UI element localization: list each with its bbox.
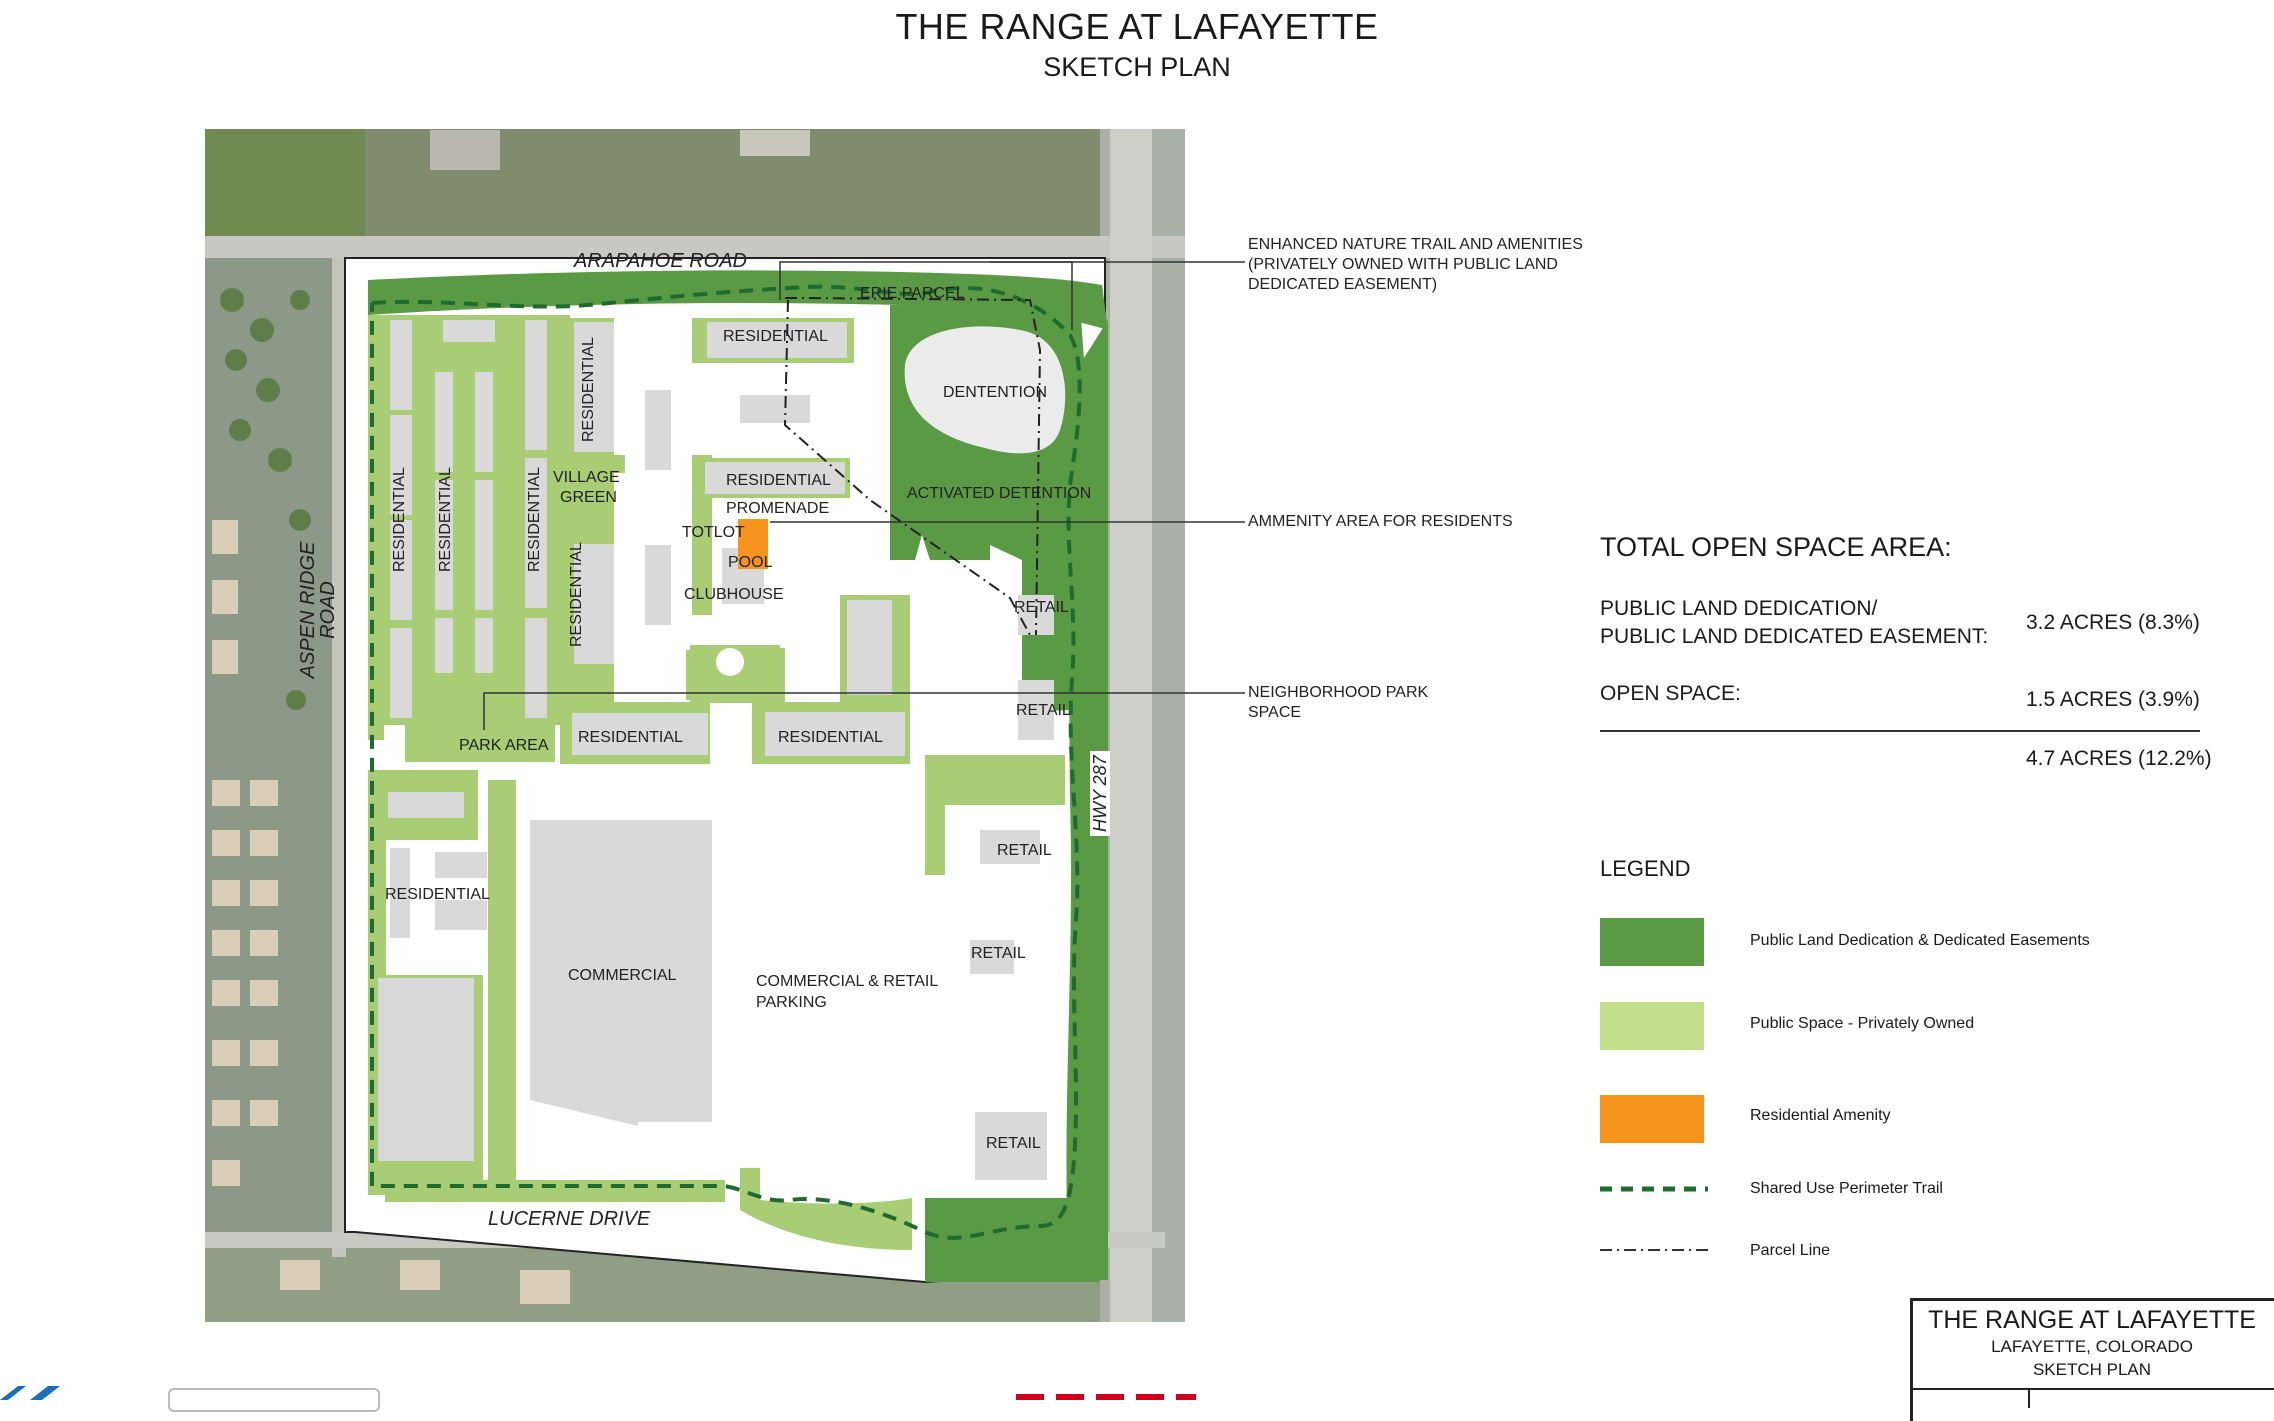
label-residential-vertical-3: RESIDENTIAL — [526, 467, 543, 572]
erie-parcel-line — [783, 297, 1042, 636]
legend-label-trail: Shared Use Perimeter Trail — [1750, 1180, 1943, 1197]
legend-swatch-public-space — [1600, 1002, 1704, 1050]
label-residential-vertical-1: RESIDENTIAL — [391, 467, 408, 572]
callout-amenity-area: AMMENITY AREA FOR RESIDENTS — [1248, 513, 1513, 530]
label-promenade: PROMENADE — [726, 500, 830, 517]
road-label-aspen-ridge: ASPEN RIDGE ROAD — [297, 541, 339, 679]
legend-swatch-trail — [1600, 1186, 1708, 1192]
label-village: VILLAGE — [553, 469, 620, 486]
label-parking: PARKING — [756, 994, 827, 1011]
road-label-hwy-287: HWY 287 — [1090, 751, 1110, 836]
road-label-arapahoe: ARAPAHOE ROAD — [574, 250, 747, 272]
legend-swatch-amenity — [1600, 1095, 1704, 1143]
title-block-plan: SKETCH PLAN — [2032, 1360, 2152, 1379]
public-land-value: 3.2 ACRES (8.3%) — [2026, 611, 2200, 634]
firm-logo-icon — [0, 1386, 60, 1400]
title-block-column-divider — [2028, 1388, 2030, 1408]
label-residential-vertical-5: RESIDENTIAL — [568, 542, 585, 647]
aerial-buildings-north — [430, 130, 500, 170]
road-label-lucerne: LUCERNE DRIVE — [488, 1208, 651, 1230]
label-residential-south-2: RESIDENTIAL — [778, 729, 883, 746]
callout-nature-trail: ENHANCED NATURE TRAIL AND AMENITIES (PRI… — [1248, 236, 1583, 293]
summary-divider — [1600, 730, 2200, 732]
dentention-pond — [904, 326, 1066, 454]
legend-label-parcel-line: Parcel Line — [1750, 1242, 1831, 1259]
label-retail-4: RETAIL — [971, 945, 1026, 962]
label-commercial-retail: COMMERCIAL & RETAIL — [756, 973, 939, 990]
label-retail-5: RETAIL — [986, 1135, 1041, 1152]
label-residential-vertical-4: RESIDENTIAL — [580, 337, 597, 442]
label-dentention: DENTENTION — [943, 384, 1047, 401]
residential-amenity-pool — [738, 519, 768, 569]
neighborhood-roofs — [212, 520, 570, 1304]
open-space-label: OPEN SPACE: — [1600, 682, 1741, 705]
title-block-location: LAFAYETTE, COLORADO — [1991, 1337, 2193, 1356]
label-residential-north: RESIDENTIAL — [723, 328, 828, 345]
label-retail-3: RETAIL — [997, 842, 1052, 859]
hwy-287-surface — [1110, 129, 1152, 1322]
open-space-heading: TOTAL OPEN SPACE AREA: — [1600, 532, 1952, 562]
shared-use-perimeter-trail — [370, 284, 1082, 1240]
label-green: GREEN — [560, 489, 617, 506]
legend-swatch-public-land — [1600, 918, 1704, 966]
page-title: THE RANGE AT LAFAYETTE — [895, 6, 1379, 47]
title-block-divider — [1910, 1388, 2274, 1390]
legend-swatch-parcel-line — [1600, 1249, 1708, 1251]
title-block-name: THE RANGE AT LAFAYETTE — [1928, 1306, 2256, 1334]
label-commercial: COMMERCIAL — [568, 967, 677, 984]
tree-canopy — [220, 288, 311, 710]
label-residential-southwest: RESIDENTIAL — [385, 886, 490, 903]
callout-leader-lines — [483, 261, 1245, 730]
label-retail-1: RETAIL — [1014, 599, 1069, 616]
aerial-field — [205, 129, 365, 239]
title-block — [1910, 1298, 2274, 1421]
legend-label-public-space: Public Space - Privately Owned — [1750, 1015, 1975, 1032]
central-courtyard — [686, 648, 784, 700]
aspen-ridge-road-surface — [332, 257, 346, 1257]
label-residential-central: RESIDENTIAL — [726, 472, 831, 489]
label-residential-vertical-2: RESIDENTIAL — [437, 467, 454, 572]
label-totlot: TOTLOT — [682, 524, 745, 541]
aerial-buildings-north-2 — [740, 130, 810, 156]
arapahoe-road-surface — [205, 236, 1185, 258]
label-park-area: PARK AREA — [459, 737, 549, 754]
label-retail-2: RETAIL — [1016, 702, 1071, 719]
page-subtitle: SKETCH PLAN — [1043, 52, 1231, 82]
label-residential-south-1: RESIDENTIAL — [578, 729, 683, 746]
public-land-southeast — [925, 1198, 1100, 1282]
aerial-north-strip — [205, 129, 1185, 257]
open-space-value: 1.5 ACRES (3.9%) — [2026, 688, 2200, 711]
legend-label-amenity: Residential Amenity — [1750, 1107, 1891, 1124]
label-erie-parcel: ERIE PARCEL — [860, 285, 965, 302]
legend-heading: LEGEND — [1600, 856, 1691, 881]
footer-red-mark — [1016, 1394, 1196, 1400]
label-clubhouse: CLUBHOUSE — [684, 586, 784, 603]
public-land-label-1: PUBLIC LAND DEDICATION/ — [1600, 597, 1878, 620]
label-pool: POOL — [728, 554, 773, 571]
public-land-north-edge — [368, 270, 1108, 330]
public-land-label-2: PUBLIC LAND DEDICATED EASEMENT: — [1600, 625, 1989, 648]
callout-neighborhood-park: NEIGHBORHOOD PARK SPACE — [1248, 684, 1429, 721]
legend-label-public-land: Public Land Dedication & Dedicated Easem… — [1750, 932, 2090, 949]
footer-badge — [168, 1388, 380, 1412]
public-land-east-corridor — [1066, 320, 1108, 1280]
label-activated-detention: ACTIVATED DETENTION — [907, 485, 1092, 502]
total-open-space-value: 4.7 ACRES (12.2%) — [2026, 747, 2212, 770]
